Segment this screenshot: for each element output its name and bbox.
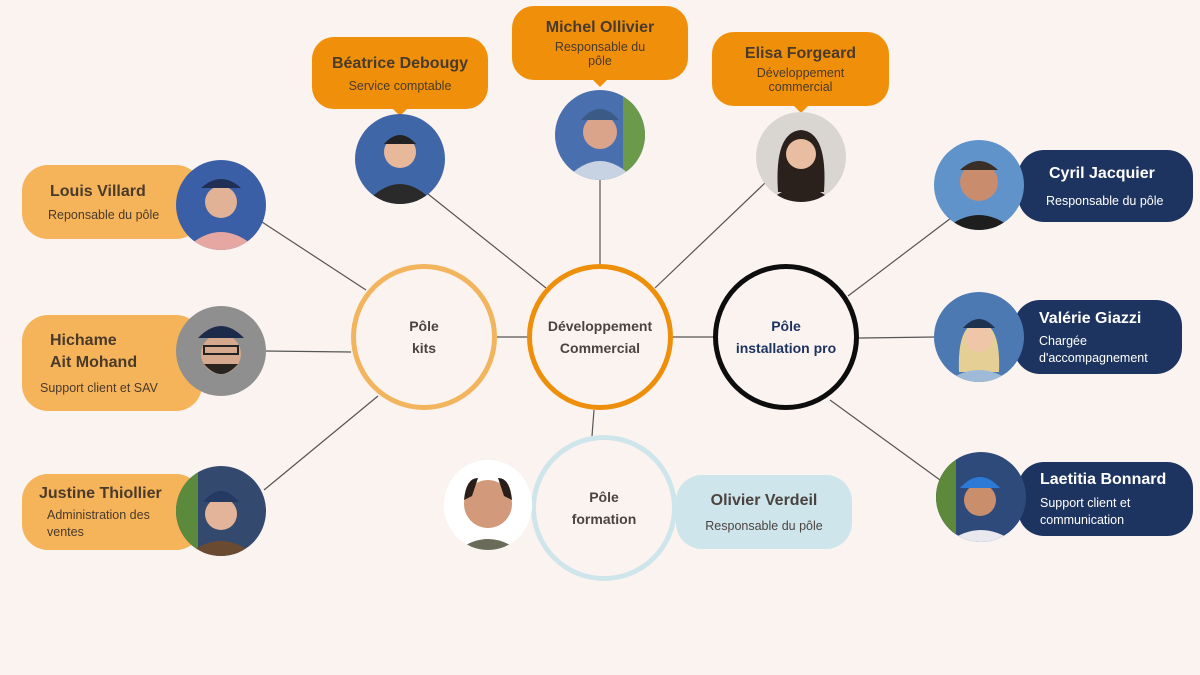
person-role-line1: Administration des [47,508,150,522]
hub-pole-kits-line2: kits [411,340,437,356]
person-role: Service comptable [348,78,452,93]
photo-valerie-giazzi [934,292,1024,382]
person-photo-icon [176,160,266,250]
card-cyril-jacquier[interactable]: Cyril Jacquier Responsable du pôle [1018,150,1193,222]
person-role-line1: Développement [756,66,845,80]
person-photo-icon [756,112,846,202]
person-name: Valérie Giazzi [1039,309,1142,327]
hub-commercial-line2: Commercial [559,340,641,356]
person-role: Reponsable du pôle [48,207,160,222]
photo-laetitia-bonnard [936,452,1026,542]
connector-commercial-beatrice [427,193,547,289]
hub-pole-installation-pro[interactable]: Pôle installation pro [713,264,859,410]
person-photo-icon [355,114,445,204]
person-name: Olivier Verdeil [710,491,818,509]
connector-install-valerie [858,336,936,339]
person-role-line1: Responsable du [554,40,646,54]
person-photo-icon [936,452,1026,542]
photo-justine-thiollier [176,466,266,556]
connector-install-laetitia [829,399,941,481]
photo-cyril-jacquier [934,140,1024,230]
card-laetitia-bonnard[interactable]: Laetitia Bonnard Support client et commu… [1018,462,1193,536]
photo-louis-villard [176,160,266,250]
person-name: Justine Thiollier [39,485,162,502]
connector-install-cyril [847,214,956,297]
card-justine-thiollier[interactable]: Justine Thiollier Administration des ven… [22,474,202,550]
person-role-line1: Support client et [1040,496,1131,510]
person-role-line2: ventes [47,525,84,539]
person-role: Responsable du pôle [705,518,823,533]
hub-formation-line1: Pôle [589,489,619,505]
person-photo-icon [934,140,1024,230]
connector-commercial-formation [591,409,595,437]
person-role-line2: commercial [768,80,833,94]
photo-beatrice-debougy [355,114,445,204]
person-photo-icon [555,90,645,180]
person-role-line2: d'accompagnement [1039,350,1148,365]
hub-install-line2: installation pro [735,340,837,356]
person-name: Louis Villard [50,182,146,200]
hub-pole-formation[interactable]: Pôle formation [531,435,677,581]
hub-commercial-line1: Développement [547,318,653,334]
connector-kits-louis [261,221,367,291]
bubble-tail [792,105,809,113]
person-photo-icon [176,306,266,396]
person-role-line1: Chargée [1039,333,1087,348]
person-role: Responsable du pôle [1046,193,1164,208]
photo-michel-ollivier [555,90,645,180]
person-name: Cyril Jacquier [1049,164,1155,182]
bubble-tail [592,79,608,87]
hub-pole-kits[interactable]: Pôle kits [351,264,497,410]
card-michel-ollivier[interactable]: Michel Ollivier Responsable du pôle [512,6,688,87]
person-name-line1: Hichame [50,331,117,349]
person-name-line2: Ait Mohand [50,353,138,371]
person-name: Elisa Forgeard [744,45,857,62]
person-name: Michel Ollivier [545,19,655,36]
hub-developpement-commercial[interactable]: Développement Commercial [527,264,673,410]
hub-install-line1: Pôle [771,318,801,334]
connector-kits-justine [263,395,379,491]
person-name: Béatrice Debougy [331,54,469,72]
person-role-line2: communication [1040,513,1125,527]
photo-hichame-ait-mohand [176,306,266,396]
photo-elisa-forgeard [756,112,846,202]
card-valerie-giazzi[interactable]: Valérie Giazzi Chargée d'accompagnement [1014,300,1182,374]
bubble-tail [392,108,408,116]
person-photo-icon [176,466,266,556]
connector-kits-hichame [263,350,352,353]
person-photo-icon [934,292,1024,382]
hub-formation-line2: formation [571,511,637,527]
hub-pole-kits-line1: Pôle [409,318,439,334]
person-name: Laetitia Bonnard [1040,471,1167,488]
person-role: Support client et SAV [40,380,158,395]
card-beatrice-debougy[interactable]: Béatrice Debougy Service comptable [312,37,488,116]
card-elisa-forgeard[interactable]: Elisa Forgeard Développement commercial [712,32,889,113]
card-louis-villard[interactable]: Louis Villard Reponsable du pôle [22,165,202,239]
card-hichame-ait-mohand[interactable]: Hichame Ait Mohand Support client et SAV [22,315,202,411]
person-role-line2: pôle [588,54,612,68]
person-photo-icon [444,460,532,550]
connector-commercial-elisa [654,181,767,289]
photo-olivier-verdeil [444,460,532,550]
card-olivier-verdeil[interactable]: Olivier Verdeil Responsable du pôle [676,475,852,549]
